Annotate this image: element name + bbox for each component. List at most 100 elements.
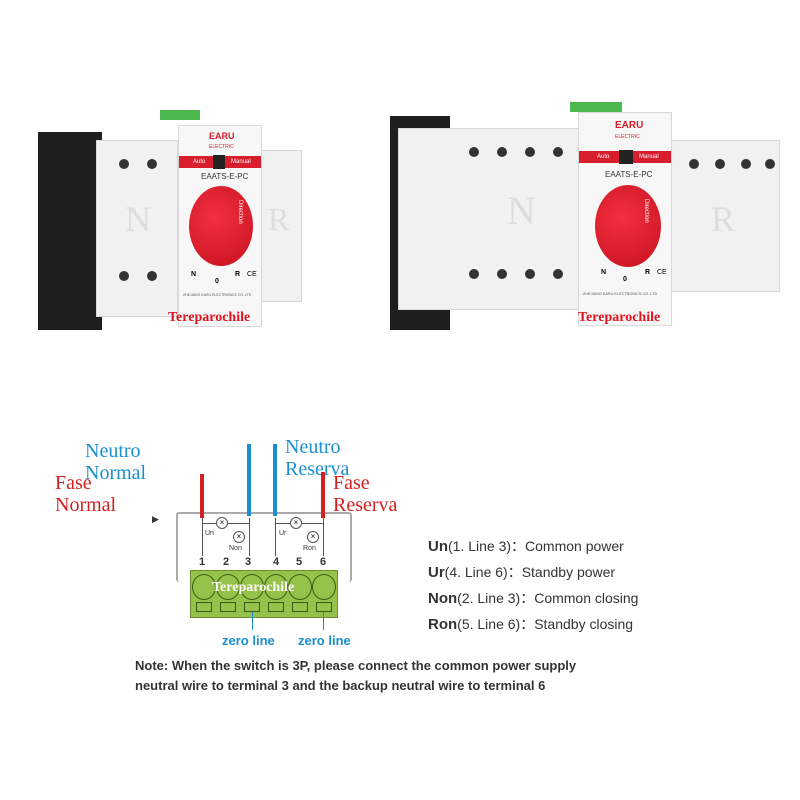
mode-auto-label: Auto	[193, 159, 206, 165]
terminal-number-2: 2	[223, 556, 230, 568]
note-line-2: neutral wire to terminal 3 and the backu…	[135, 678, 546, 693]
terminal-number-6: 6	[320, 556, 327, 568]
terminal-connector	[570, 102, 622, 112]
terminal-screw[interactable]	[192, 574, 216, 600]
mounting-plate	[38, 132, 102, 330]
note-line-1: Note: When the switch is 3P, please conn…	[135, 658, 577, 673]
internal-line	[202, 518, 203, 556]
legend-item-ron: Ron(5. Line 6)：Standby closing	[428, 616, 633, 634]
mode-band: Auto Manual	[579, 150, 671, 164]
terminal-number-1: 1	[199, 556, 206, 568]
mode-auto-label: Auto	[597, 154, 610, 160]
pos-r: R	[645, 269, 651, 276]
manufacturer: ZHEJIANG EARU ELECTRONICS CO.,LTD	[183, 293, 252, 297]
control-panel: EARU ELECTRIC Auto Manual EAATS-E-PC Dir…	[578, 112, 672, 326]
terminal-number-3: 3	[245, 556, 252, 568]
module-label-n: N	[125, 199, 151, 239]
watermark: Tereparochile	[168, 310, 251, 325]
lamp-icon: ×	[233, 531, 245, 543]
lamp-label-un: Un	[205, 530, 214, 537]
legend-key: Un	[428, 538, 448, 555]
terminal-screw[interactable]	[288, 574, 312, 600]
lamp-icon: ×	[290, 517, 302, 529]
zero-line-label-2: zero line	[298, 633, 351, 648]
mode-band: Auto Manual	[179, 155, 261, 169]
model-label: EAATS-E-PC	[605, 170, 653, 179]
brand-logo: EARU	[209, 131, 235, 141]
legend-key: Non	[428, 590, 458, 607]
mode-manual-label: Manual	[231, 159, 251, 165]
brand-logo: EARU	[615, 120, 644, 131]
zero-line-wire	[323, 612, 324, 630]
terminal-slot	[316, 602, 332, 612]
pos-n: N	[601, 269, 607, 276]
label-fase-reserva: Fase Reserva	[333, 472, 398, 516]
mode-manual-label: Manual	[639, 154, 659, 160]
module-label-r: R	[268, 201, 290, 237]
zero-line-label-1: zero line	[222, 633, 275, 648]
mode-switch[interactable]	[619, 150, 633, 164]
left-module: N	[398, 128, 580, 310]
right-module: R	[255, 150, 302, 302]
lamp-icon: ×	[307, 531, 319, 543]
right-module: R	[670, 140, 780, 292]
internal-line	[323, 518, 324, 556]
control-panel: EARU ELECTRIC Auto Manual EAATS-E-PC Dir…	[178, 125, 262, 327]
knob-label: Direction	[237, 200, 243, 224]
legend-text: (2. Line 3)：Common closing	[457, 590, 639, 606]
pos-n: N	[191, 271, 197, 278]
selector-knob[interactable]: Direction	[595, 185, 661, 267]
knob-label: Direction	[643, 199, 649, 223]
legend-item-non: Non(2. Line 3)：Common closing	[428, 590, 638, 608]
legend-text: (1. Line 3)：Common power	[448, 538, 624, 554]
terminal-slot	[292, 602, 308, 612]
label-fase-normal: Fase Normal	[55, 472, 117, 516]
module-label-n: N	[507, 188, 536, 233]
watermark: Tereparochile	[578, 310, 661, 325]
ce-mark: CE	[247, 271, 257, 278]
watermark: Tereparochile	[212, 580, 295, 595]
lamp-label-ron: Ron	[303, 545, 316, 552]
lamp-label-ur: Ur	[279, 530, 287, 537]
left-module: N	[96, 140, 178, 317]
terminal-screw[interactable]	[240, 574, 264, 600]
lamp-icon: ×	[216, 517, 228, 529]
wire-fase-reserva	[321, 472, 325, 518]
model-label: EAATS-E-PC	[201, 172, 249, 181]
brand-sub: ELECTRIC	[615, 134, 640, 140]
terminal-screw[interactable]	[312, 574, 336, 600]
module-label-r: R	[711, 199, 736, 239]
zero-line-wire	[252, 612, 253, 630]
label-neutro-reserva: Neutro Reserva	[285, 436, 350, 480]
switch-outline	[176, 512, 352, 582]
terminal-screw[interactable]	[264, 574, 288, 600]
terminal-slot	[268, 602, 284, 612]
legend-key: Ur	[428, 564, 445, 581]
mode-switch[interactable]	[213, 155, 225, 169]
legend-item-un: Un(1. Line 3)：Common power	[428, 538, 624, 556]
terminal-slot	[196, 602, 212, 612]
internal-line	[249, 518, 250, 556]
terminal-number-4: 4	[273, 556, 280, 568]
lamp-label-non: Non	[229, 545, 242, 552]
legend-text: (4. Line 6)：Standby power	[444, 564, 616, 580]
wire-fase-normal	[200, 474, 204, 518]
wire-neutro-normal	[247, 444, 251, 516]
legend-key: Ron	[428, 616, 458, 633]
terminal-connector	[160, 110, 200, 120]
arrow-icon: ▶	[152, 514, 159, 524]
wire-neutro-reserva	[273, 444, 277, 516]
terminal-number-5: 5	[296, 556, 303, 568]
legend-text: (5. Line 6)：Standby closing	[457, 616, 634, 632]
ce-mark: CE	[657, 269, 667, 276]
manufacturer: ZHEJIANG EARU ELECTRONICS CO.,LTD	[583, 292, 658, 296]
pos-0: 0	[215, 278, 219, 285]
pos-0: 0	[623, 276, 627, 283]
brand-sub: ELECTRIC	[209, 144, 234, 150]
legend-item-ur: Ur(4. Line 6)：Standby power	[428, 564, 615, 582]
pos-r: R	[235, 271, 241, 278]
terminal-screw[interactable]	[216, 574, 240, 600]
selector-knob[interactable]: Direction	[189, 186, 253, 266]
terminal-slot	[244, 602, 260, 612]
